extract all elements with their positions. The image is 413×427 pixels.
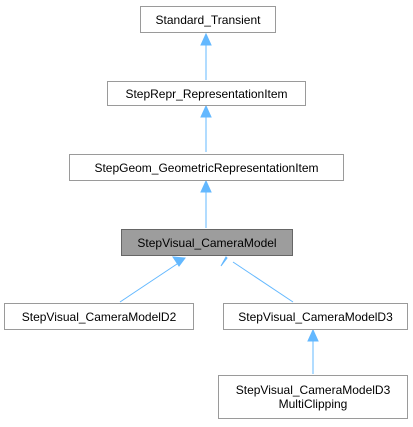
arrowhead-camera-right [220, 256, 228, 267]
arrowhead-geom [200, 179, 212, 193]
node-stepgeom-geometricrepresentationitem-label: StepGeom_GeometricRepresentationItem [94, 160, 319, 175]
node-multiclipping-label-line2: MultiClipping [278, 397, 348, 411]
node-stepvisual-cameramodel[interactable]: StepVisual_CameraModel [121, 229, 293, 256]
node-stepvisual-cameramodeld3[interactable]: StepVisual_CameraModelD3 [223, 303, 408, 330]
node-stepvisual-cameramodeld3-label: StepVisual_CameraModelD3 [238, 309, 393, 324]
node-multiclipping-label-line1: StepVisual_CameraModelD3 [235, 383, 391, 397]
arrowhead-repr [200, 104, 212, 118]
edge-d2-to-camera [119, 261, 181, 303]
node-standard-transient-label: Standard_Transient [155, 12, 261, 27]
node-stepvisual-cameramodeld3multiclipping[interactable]: StepVisual_CameraModelD3 MultiClipping [218, 375, 408, 419]
node-steprepr-representationitem-label: StepRepr_RepresentationItem [125, 86, 288, 101]
node-standard-transient[interactable]: Standard_Transient [140, 6, 276, 33]
edge-d3-to-camera [232, 261, 294, 303]
node-stepvisual-cameramodeld2[interactable]: StepVisual_CameraModelD2 [4, 303, 194, 330]
arrowhead-camera-left [172, 256, 186, 267]
node-stepvisual-cameramodeld3multiclipping-text: StepVisual_CameraModelD3 MultiClipping [236, 383, 391, 411]
node-stepgeom-geometricrepresentationitem[interactable]: StepGeom_GeometricRepresentationItem [69, 154, 344, 181]
arrowhead-d3 [307, 328, 319, 342]
node-steprepr-representationitem[interactable]: StepRepr_RepresentationItem [107, 81, 306, 106]
node-stepvisual-cameramodel-label: StepVisual_CameraModel [137, 235, 277, 250]
node-stepvisual-cameramodeld2-label: StepVisual_CameraModelD2 [21, 309, 177, 324]
arrowhead-transient [200, 32, 212, 46]
